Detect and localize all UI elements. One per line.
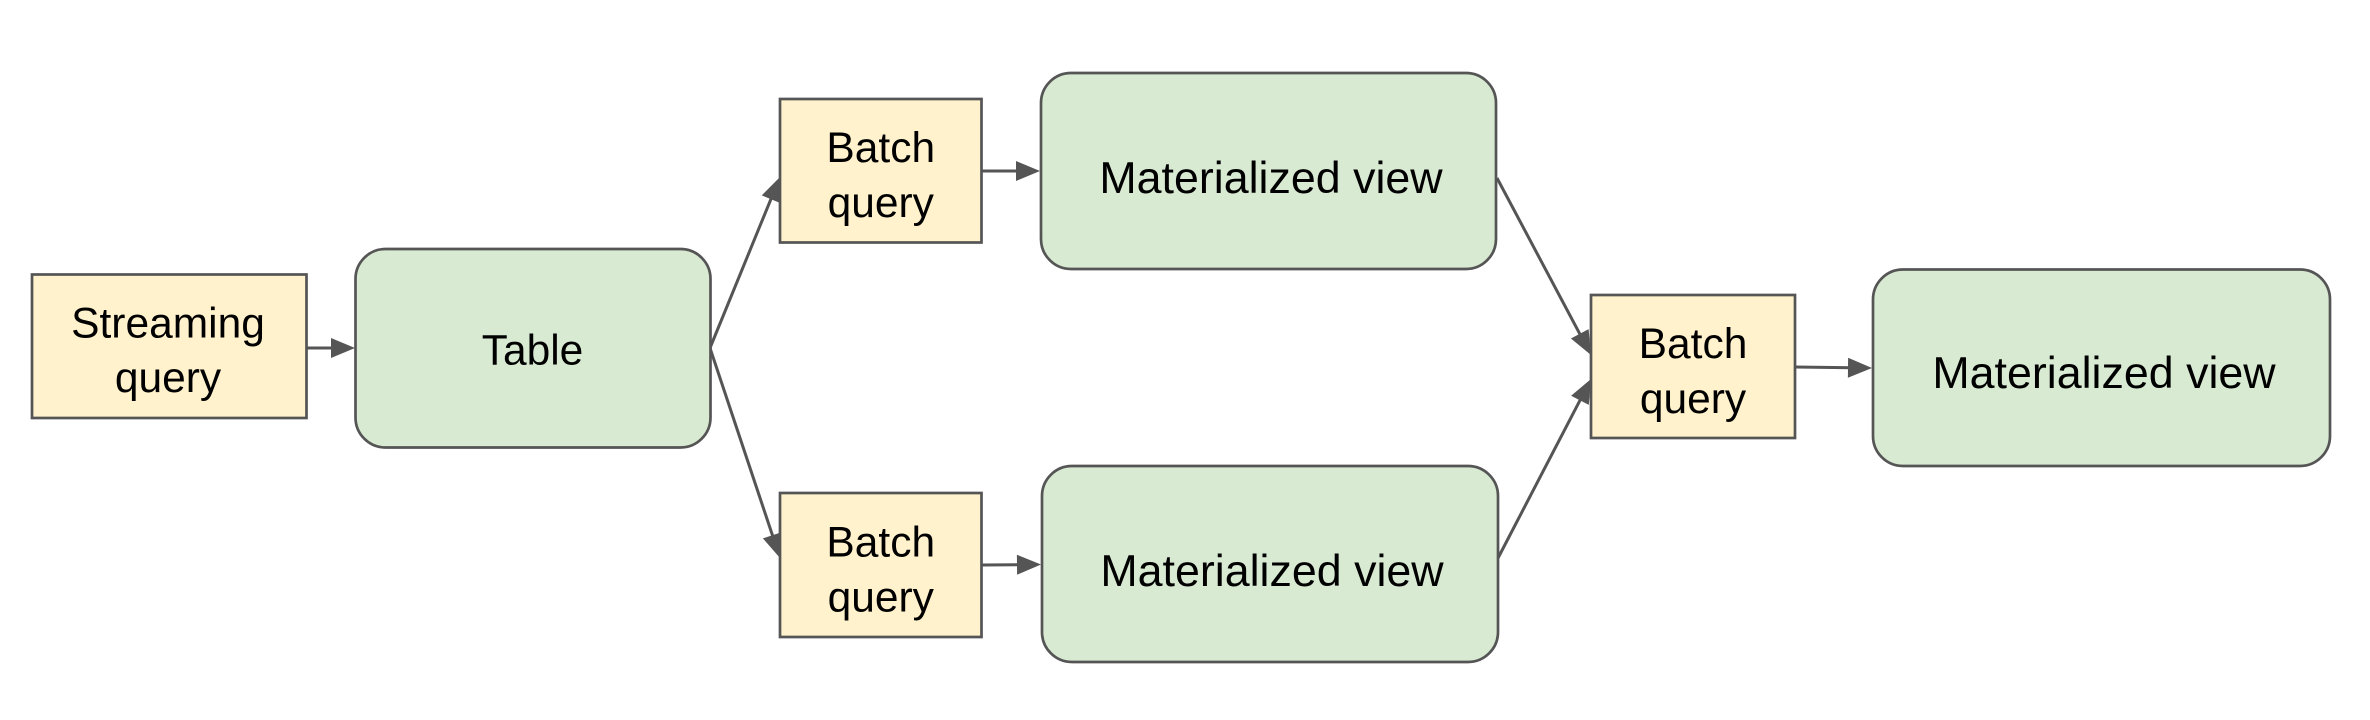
svg-text:Batch: Batch <box>826 125 935 172</box>
svg-text:Batch: Batch <box>1639 321 1748 368</box>
svg-text:Materialized view: Materialized view <box>1932 348 2276 398</box>
svg-text:Streaming: Streaming <box>71 301 265 348</box>
svg-text:query: query <box>1640 376 1747 423</box>
svg-text:Materialized view: Materialized view <box>1099 153 1443 203</box>
svg-text:query: query <box>115 355 222 402</box>
svg-text:Table: Table <box>482 328 584 375</box>
svg-text:query: query <box>828 575 935 622</box>
svg-text:Batch: Batch <box>826 520 935 567</box>
svg-text:Materialized view: Materialized view <box>1100 546 1444 596</box>
svg-text:query: query <box>828 180 935 227</box>
